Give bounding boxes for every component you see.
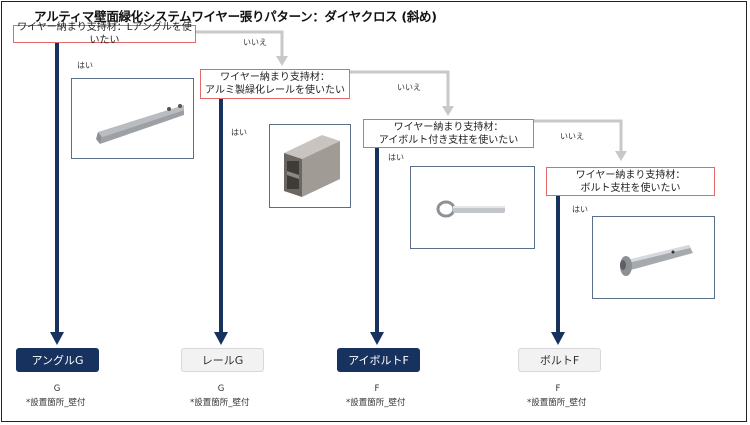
no-arrow-1 [196, 30, 284, 58]
question-eyebolt: ワイヤー納まり支持材： アイボルト付き支柱を使いたい [363, 119, 534, 148]
result-code: F [374, 384, 380, 394]
no-label-1: いいえ [243, 38, 267, 47]
no-label-2: いいえ [397, 83, 421, 92]
rail-icon [284, 135, 340, 197]
l-angle-photo [71, 78, 194, 159]
no-arrow-2 [350, 70, 450, 108]
result-eyebolt-f: アイボルトF [337, 348, 420, 372]
eyebolt-photo [410, 166, 535, 249]
question-l-angle: ワイヤー納まり支持材：Lアングルを使いたい [13, 22, 196, 46]
l-angle-icon [96, 104, 184, 144]
result-code: G [217, 384, 225, 394]
result-code: F [555, 384, 561, 394]
bolt-icon [620, 245, 693, 276]
diagram-title: アルティマ壁面緑化システムワイヤー張りパターン：ダイヤクロス (斜め) [34, 9, 437, 24]
result-note: *設置箇所_壁付 [190, 398, 250, 408]
result-note: *設置箇所_壁付 [346, 398, 406, 408]
eyebolt-icon [436, 200, 505, 218]
no-label-3: いいえ [560, 132, 584, 141]
result-note: *設置箇所_壁付 [527, 398, 587, 408]
bolt-photo [592, 216, 715, 299]
yes-label-3: はい [388, 153, 404, 162]
rail-photo [269, 124, 351, 208]
question-rail: ワイヤー納まり支持材： アルミ製緑化レールを使いたい [200, 69, 350, 99]
no-arrow-3 [534, 119, 623, 153]
result-angle-g: アングルG [16, 348, 99, 372]
result-rail-g: レールG [181, 348, 264, 372]
result-bolt-f: ボルトF [518, 348, 601, 372]
result-code: G [53, 384, 61, 394]
yes-label-4: はい [572, 205, 588, 214]
yes-label-2: はい [231, 128, 247, 137]
yes-label-1: はい [77, 61, 93, 70]
result-note: *設置箇所_壁付 [26, 398, 86, 408]
question-bolt: ワイヤー納まり支持材： ボルト支柱を使いたい [546, 167, 715, 196]
